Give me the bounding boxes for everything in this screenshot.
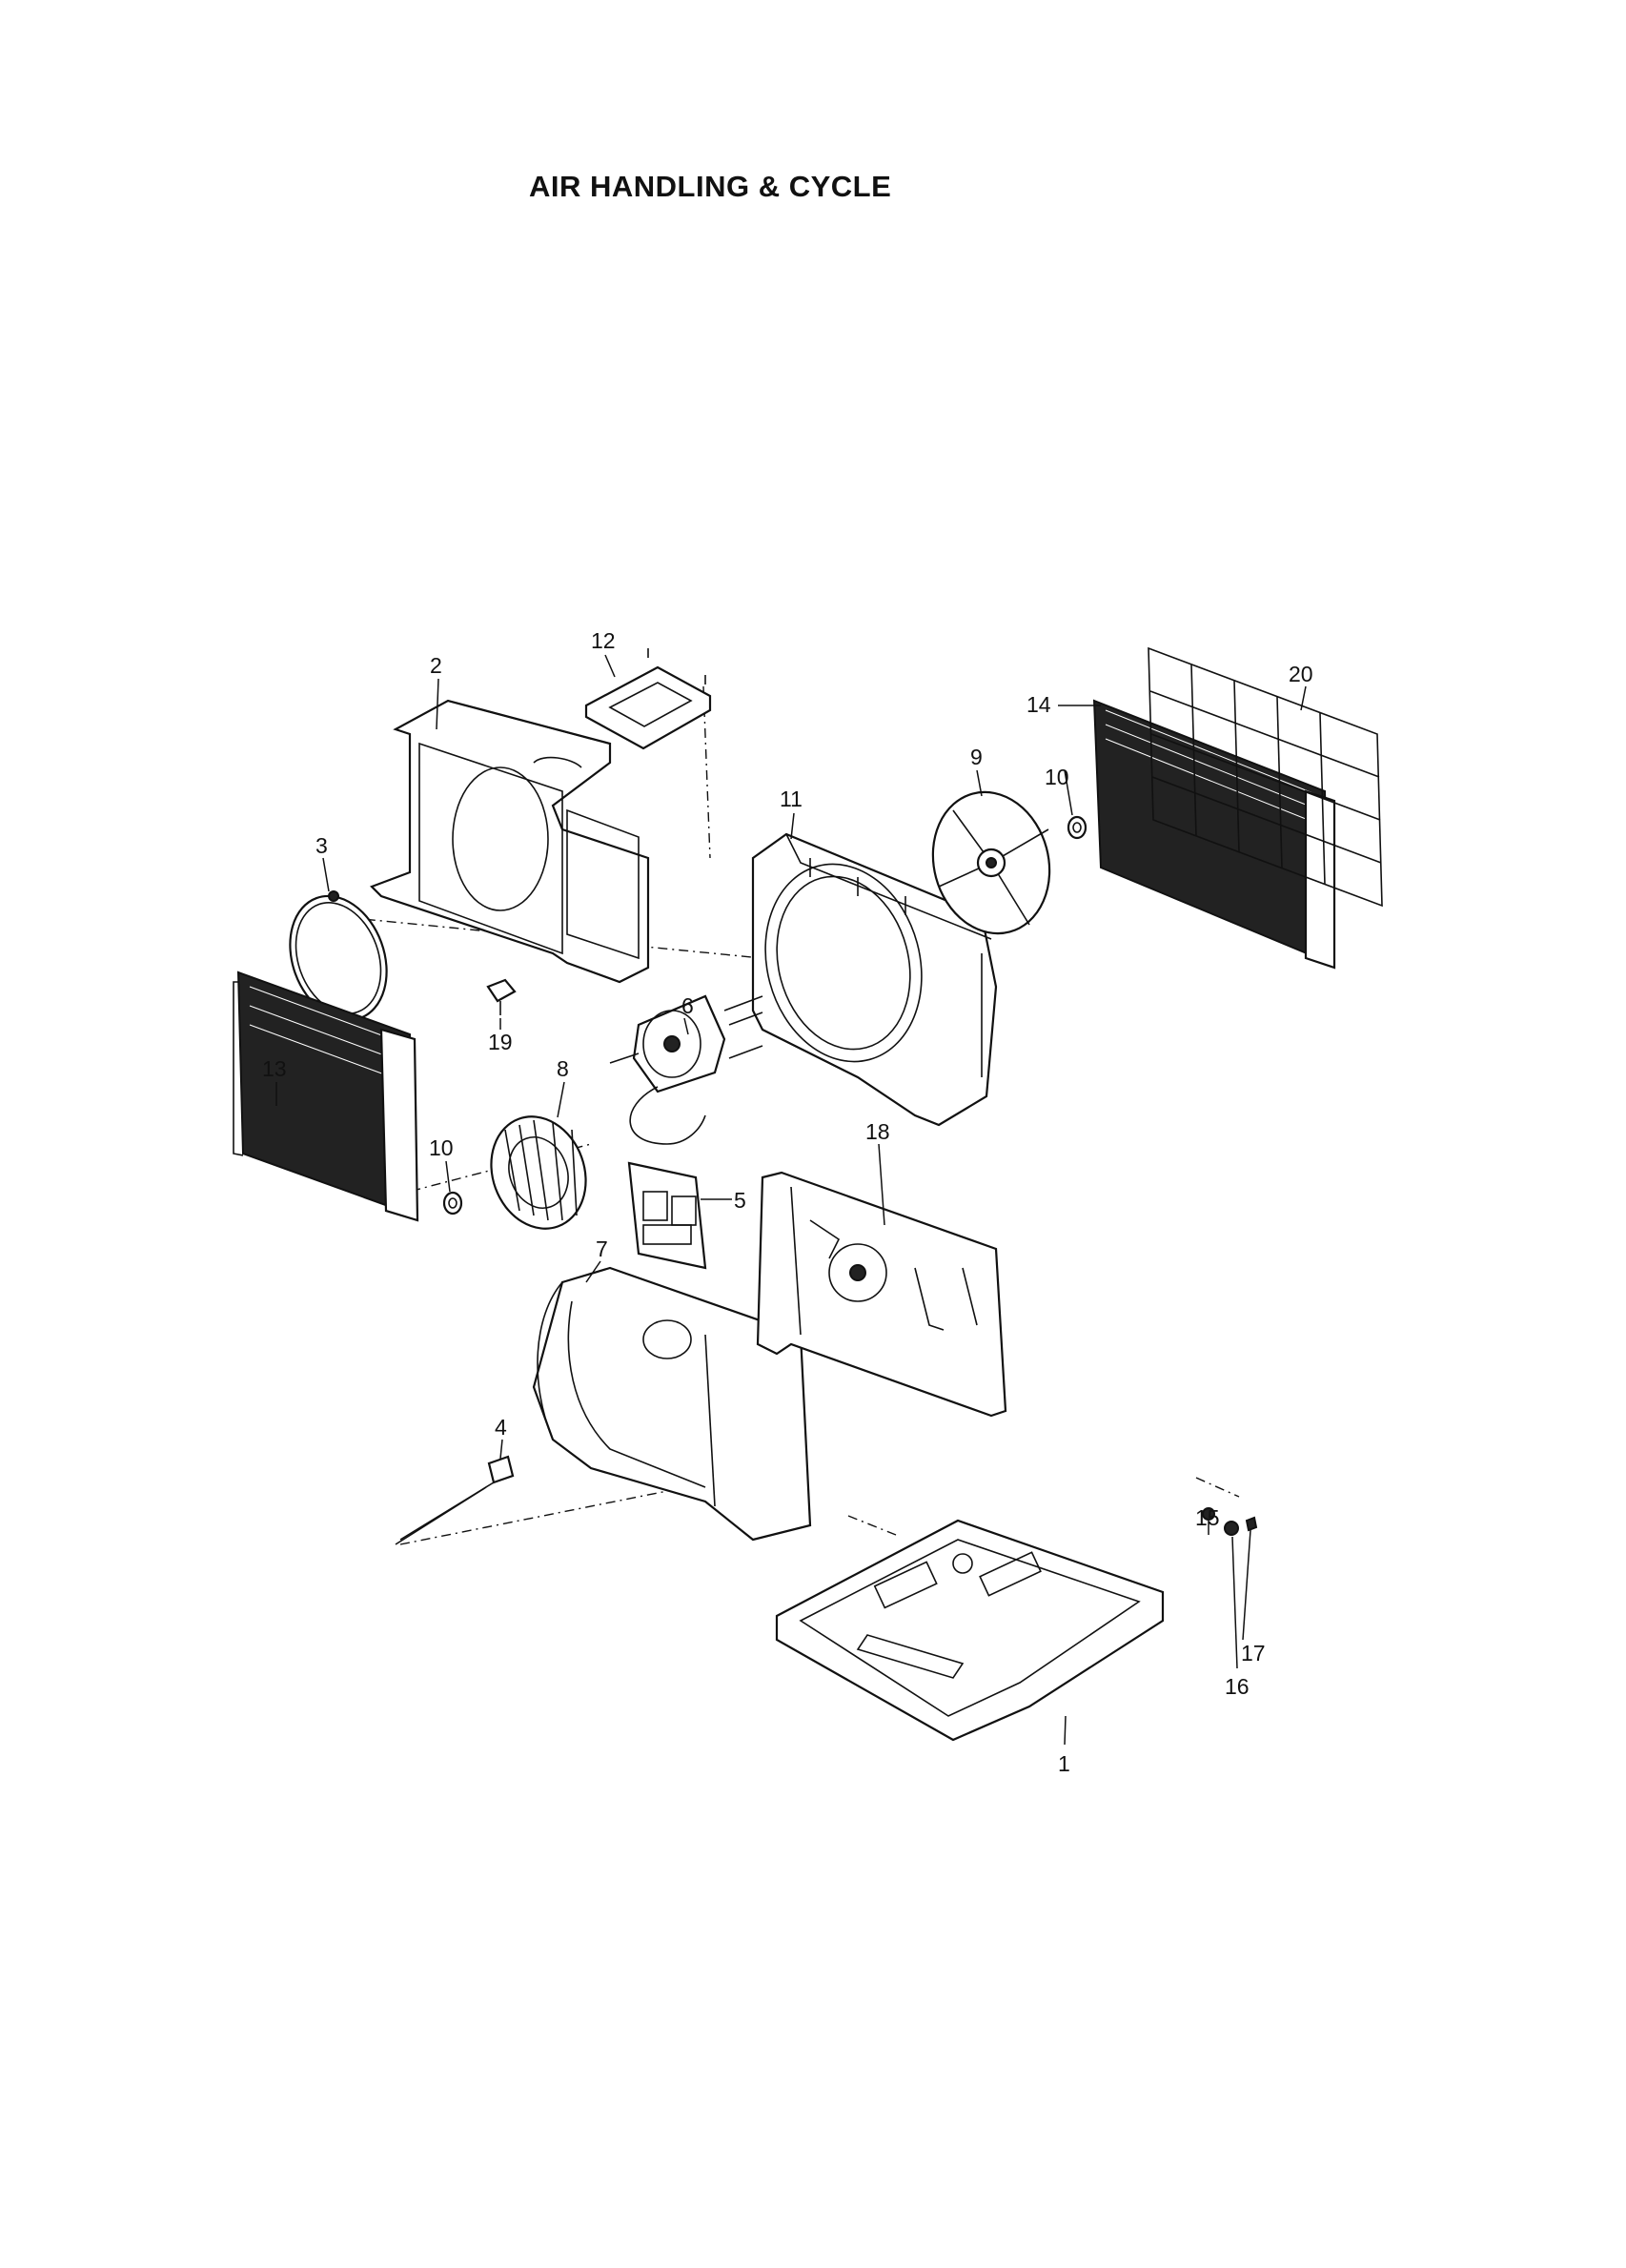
part-18-partition-panel <box>756 1171 1007 1418</box>
part-7-scroll-housing <box>532 1266 812 1542</box>
part-10-nut-upper <box>1067 815 1087 840</box>
part-6-motor <box>609 994 763 1093</box>
part-8-blower-wheel <box>490 1115 587 1230</box>
callout-5: 5 <box>734 1188 746 1213</box>
callout-3: 3 <box>315 833 328 858</box>
part-13-evaporator-coil <box>233 971 419 1222</box>
part-14-condenser-coil <box>1092 699 1336 970</box>
callout-1: 1 <box>1058 1751 1070 1776</box>
callout-11: 11 <box>780 787 803 811</box>
callout-8: 8 <box>557 1056 569 1081</box>
callout-18: 18 <box>865 1119 890 1144</box>
callout-15: 15 <box>1195 1505 1220 1530</box>
leader-lines <box>275 654 1307 1746</box>
callout-14: 14 <box>1026 692 1051 717</box>
callout-4: 4 <box>495 1415 507 1440</box>
callout-2: 2 <box>430 653 442 678</box>
callout-numbers: 2 3 12 20 14 9 10 11 19 6 8 13 10 5 18 7… <box>262 628 1313 1776</box>
part-19-clip <box>486 978 517 1015</box>
part-11-fan-shroud <box>751 832 998 1127</box>
part-9-propeller-fan <box>931 790 1051 935</box>
part-1-base-pan <box>775 1519 1165 1742</box>
part-12-bracket <box>584 648 712 750</box>
part-17-screw <box>1245 1516 1258 1532</box>
callout-13: 13 <box>262 1056 287 1081</box>
part-15-drain-cap <box>1202 1507 1215 1521</box>
callout-10-upper: 10 <box>1045 765 1069 789</box>
callout-20: 20 <box>1289 662 1313 686</box>
part-10-nut-lower <box>442 1191 463 1216</box>
diagram-title: AIR HANDLING & CYCLE <box>529 170 892 203</box>
part-16-drain-plug <box>1224 1521 1239 1536</box>
part-4-sensor <box>395 1455 515 1545</box>
callout-19: 19 <box>488 1030 513 1054</box>
callout-6: 6 <box>681 993 694 1018</box>
part-2-air-guide-frame <box>370 699 650 984</box>
callout-9: 9 <box>970 745 983 769</box>
part-20-grille <box>1148 646 1383 908</box>
motor-wire <box>629 1086 706 1145</box>
callout-17: 17 <box>1241 1641 1266 1665</box>
part-5-control-bracket <box>627 1161 707 1270</box>
callout-12: 12 <box>591 628 616 653</box>
callout-10-lower: 10 <box>429 1135 454 1160</box>
callout-7: 7 <box>596 1236 608 1261</box>
callout-16: 16 <box>1225 1674 1250 1699</box>
